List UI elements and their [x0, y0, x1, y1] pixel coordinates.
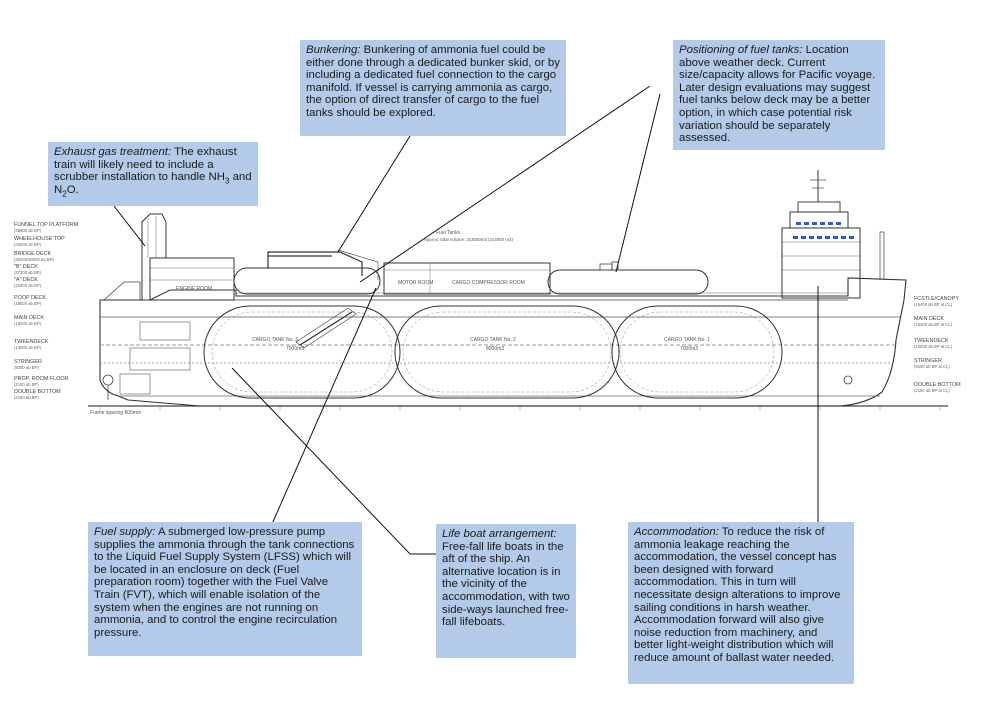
bunkering-callout: Bunkering: Bunkering of ammonia fuel cou… — [300, 40, 566, 136]
funnel — [141, 213, 167, 300]
exhaust-title: Exhaust gas treatment: — [54, 146, 172, 158]
positioning-text: Location above weather deck. Current siz… — [679, 44, 876, 145]
cargo-tank-1 — [611, 305, 783, 399]
deck-label-a-deck: "A" DECK(24300 ab BP) — [14, 277, 42, 288]
fuel-supply-text: A submerged low-pressure pump supplies t… — [94, 526, 355, 639]
leader-fuel-supply — [271, 287, 377, 525]
lifeboat-text: Free-fall life boats in the aft of the s… — [442, 540, 570, 629]
cargo-tank-3 — [203, 305, 401, 399]
cargo-tank-3-label: CARGO TANK No. 3 — [252, 337, 298, 343]
fuel-tanks-label: Fuel Tanks — [436, 230, 461, 236]
accommodation-windows — [793, 222, 854, 239]
cargo-tank-3-volume: 7000m3 — [286, 346, 305, 352]
engine-room-label: ENGINE ROOM — [176, 286, 213, 292]
exhaust-text-b: and N — [54, 171, 252, 196]
bunker-crane — [267, 251, 363, 276]
fuel-supply-title: Fuel supply: — [94, 526, 156, 538]
deck-label-poop-deck: POOP DECK(19000 ab BP) — [14, 295, 46, 306]
motor-room-label: MOTOR ROOM — [398, 280, 434, 286]
deck-label-stringer: STRINGER(9200 ab BP) — [14, 359, 42, 370]
cargo-tank-2-label: CARGO TANK No. 2 — [470, 337, 516, 343]
deck-label-wheelhouse-top: WHEELHOUSE TOP(33000 ab BP) — [14, 236, 65, 247]
exhaust-callout: Exhaust gas treatment: The exhaust train… — [48, 142, 258, 206]
aft-house — [149, 257, 235, 301]
leader-lifeboat — [231, 367, 436, 555]
deck-fuel-tank-aft — [233, 267, 381, 295]
exhaust-sub-b: 2 — [62, 189, 67, 199]
deck-label-b-deck: "B" DECK(27300 ab BP) — [14, 264, 42, 275]
deck-label-tweendeck: TWEENDECK(13000 ab BP) — [14, 339, 49, 350]
fuel-supply-callout: Fuel supply: A submerged low-pressure pu… — [88, 522, 362, 656]
lifeboat-callout: Life boat arrangement: Free-fall life bo… — [436, 524, 576, 658]
deck-label-double-bottom-right: DOUBLE BOTTOM(2150 ab BP at CL) — [914, 382, 961, 393]
leader-exhaust — [113, 205, 146, 247]
deck-label-main-deck: MAIN DECK(16000 ab BP) — [14, 315, 44, 326]
cargo-tank-2 — [394, 305, 620, 399]
cargo-tank-2-volume: 8000m3 — [486, 346, 505, 352]
deck-label-main-deck-right: MAIN DECK(16400 ab BP at CL) — [914, 316, 953, 327]
compressor-house — [383, 262, 551, 295]
cargo-tank-1-label: CARGO TANK No. 1 — [664, 337, 710, 343]
exhaust-text-c: O. — [66, 183, 79, 196]
deck-label-bridge-deck: BRIDGE DECK(30300/30000 ab BP) — [14, 251, 54, 262]
aft-lifeboat-ramp — [103, 281, 141, 301]
lifeboat-title: Life boat arrangement: — [442, 528, 557, 540]
leader-bunkering — [337, 135, 411, 253]
accommodation-title: Accommodation: — [634, 526, 719, 538]
fuel-tanks-sub-label: Approx. total volume: 2x3000m3 (2x3000 m… — [424, 237, 513, 242]
cargo-tank-1-volume: 7000m3 — [680, 346, 699, 352]
deck-label-double-bottom: DOUBLE BOTTOM(2150 ab BP) — [14, 389, 61, 400]
leader-positioning-aft — [359, 85, 651, 283]
positioning-title: Positioning of fuel tanks: — [679, 44, 803, 56]
positioning-callout: Positioning of fuel tanks: Location abov… — [673, 40, 885, 150]
bunkering-text: Bunkering of ammonia fuel could be eithe… — [306, 44, 560, 119]
frame-scale — [99, 406, 941, 410]
bunkering-title: Bunkering: — [306, 44, 361, 56]
deck-label-tweendeck-right: TWEENDECK(13000 ab BP at CL) — [914, 338, 953, 349]
exhaust-sub-a: 3 — [224, 176, 230, 186]
frame-spacing-label: Frame spacing 800mm — [90, 410, 142, 416]
deck-label-fcstle: FCSTLE/CANOPY(19400 ab BP at CL) — [914, 296, 959, 307]
deck-fuel-tank-fwd — [547, 269, 709, 295]
compressor-room-label: CARGO COMPRESSOR ROOM — [452, 280, 525, 286]
accommodation-callout: Accommodation: To reduce the risk of amm… — [628, 522, 854, 684]
deck-label-funnel-top: FUNNEL TOP PLATFORM(35800 ab BP) — [14, 222, 79, 233]
exhaust-text-a: The exhaust train will likely need to in… — [54, 146, 237, 184]
accommodation-text: To reduce the risk of ammonia leakage re… — [634, 526, 841, 664]
deck-label-stringer-right: STRINGER(9200 ab BP at CL) — [914, 358, 950, 369]
leader-positioning-fwd — [615, 93, 661, 273]
deck-label-prop-room-floor: PROP. ROOM FLOOR(2150 ab BP) — [14, 376, 69, 387]
